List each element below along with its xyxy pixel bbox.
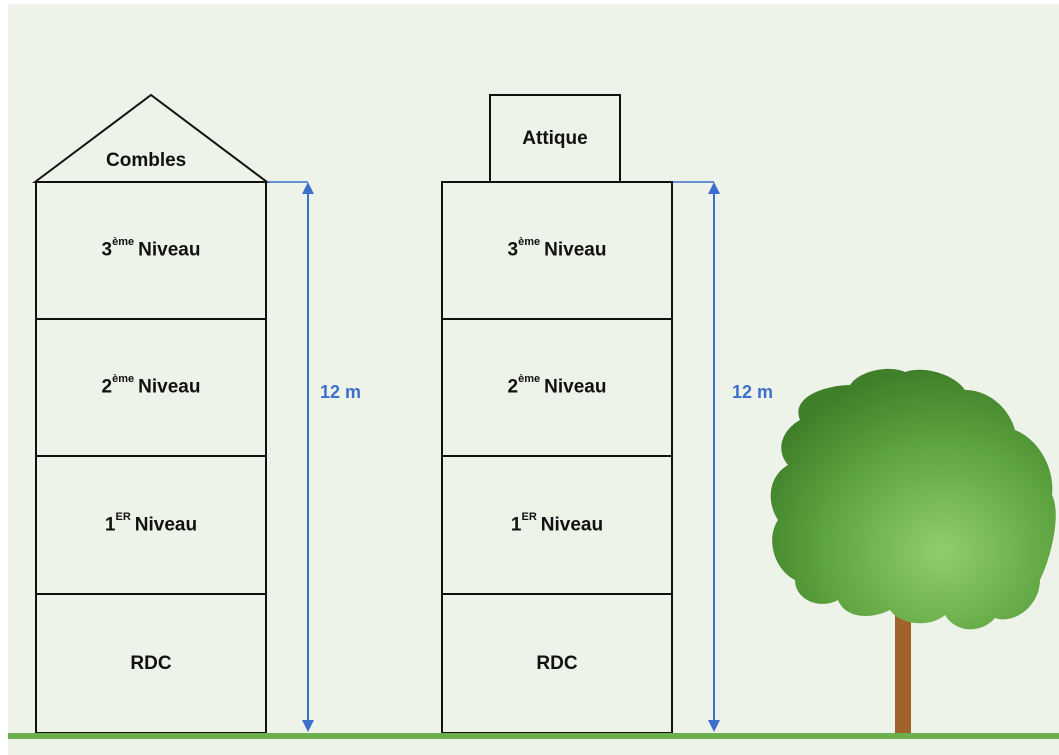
tree-trunk	[895, 600, 911, 734]
right-floor-rdc: RDC	[441, 595, 673, 734]
left-floor-rdc-label: RDC	[130, 652, 172, 674]
left-roof-label: Combles	[106, 150, 187, 171]
right-arrow-head-top	[708, 182, 720, 194]
right-roof-label: Attique	[522, 127, 588, 149]
right-height-label: 12 m	[732, 382, 774, 402]
tree-foliage	[770, 368, 1056, 630]
ground-line	[8, 733, 1059, 739]
right-arrow-head-bottom	[708, 720, 720, 732]
right-floor-rdc-label: RDC	[536, 652, 578, 674]
left-arrow-head-top	[302, 182, 314, 194]
left-height-label: 12 m	[320, 382, 362, 402]
left-floor-rdc: RDC	[35, 595, 267, 734]
right-attic: Attique	[489, 94, 621, 183]
left-arrow-head-bottom	[302, 720, 314, 732]
